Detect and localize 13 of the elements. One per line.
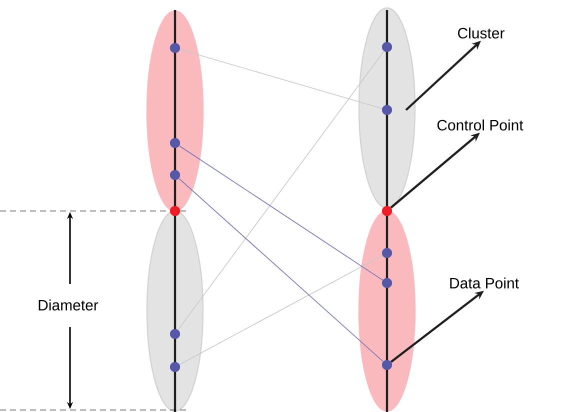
cluster-ellipse — [146, 210, 204, 412]
cluster-ellipse — [358, 7, 416, 209]
connector-line — [178, 145, 384, 281]
callout-label: Cluster — [458, 28, 504, 38]
dimension-label: Diameter — [36, 297, 100, 312]
cluster-ellipse — [358, 210, 416, 412]
cluster-ellipse — [146, 10, 204, 212]
connector-line — [178, 50, 384, 330]
callout-label: Control Point — [437, 120, 524, 130]
connector-line — [179, 255, 383, 365]
connector-line — [178, 178, 384, 362]
connector-line — [180, 49, 382, 109]
callout-label: Data Point — [450, 277, 519, 288]
